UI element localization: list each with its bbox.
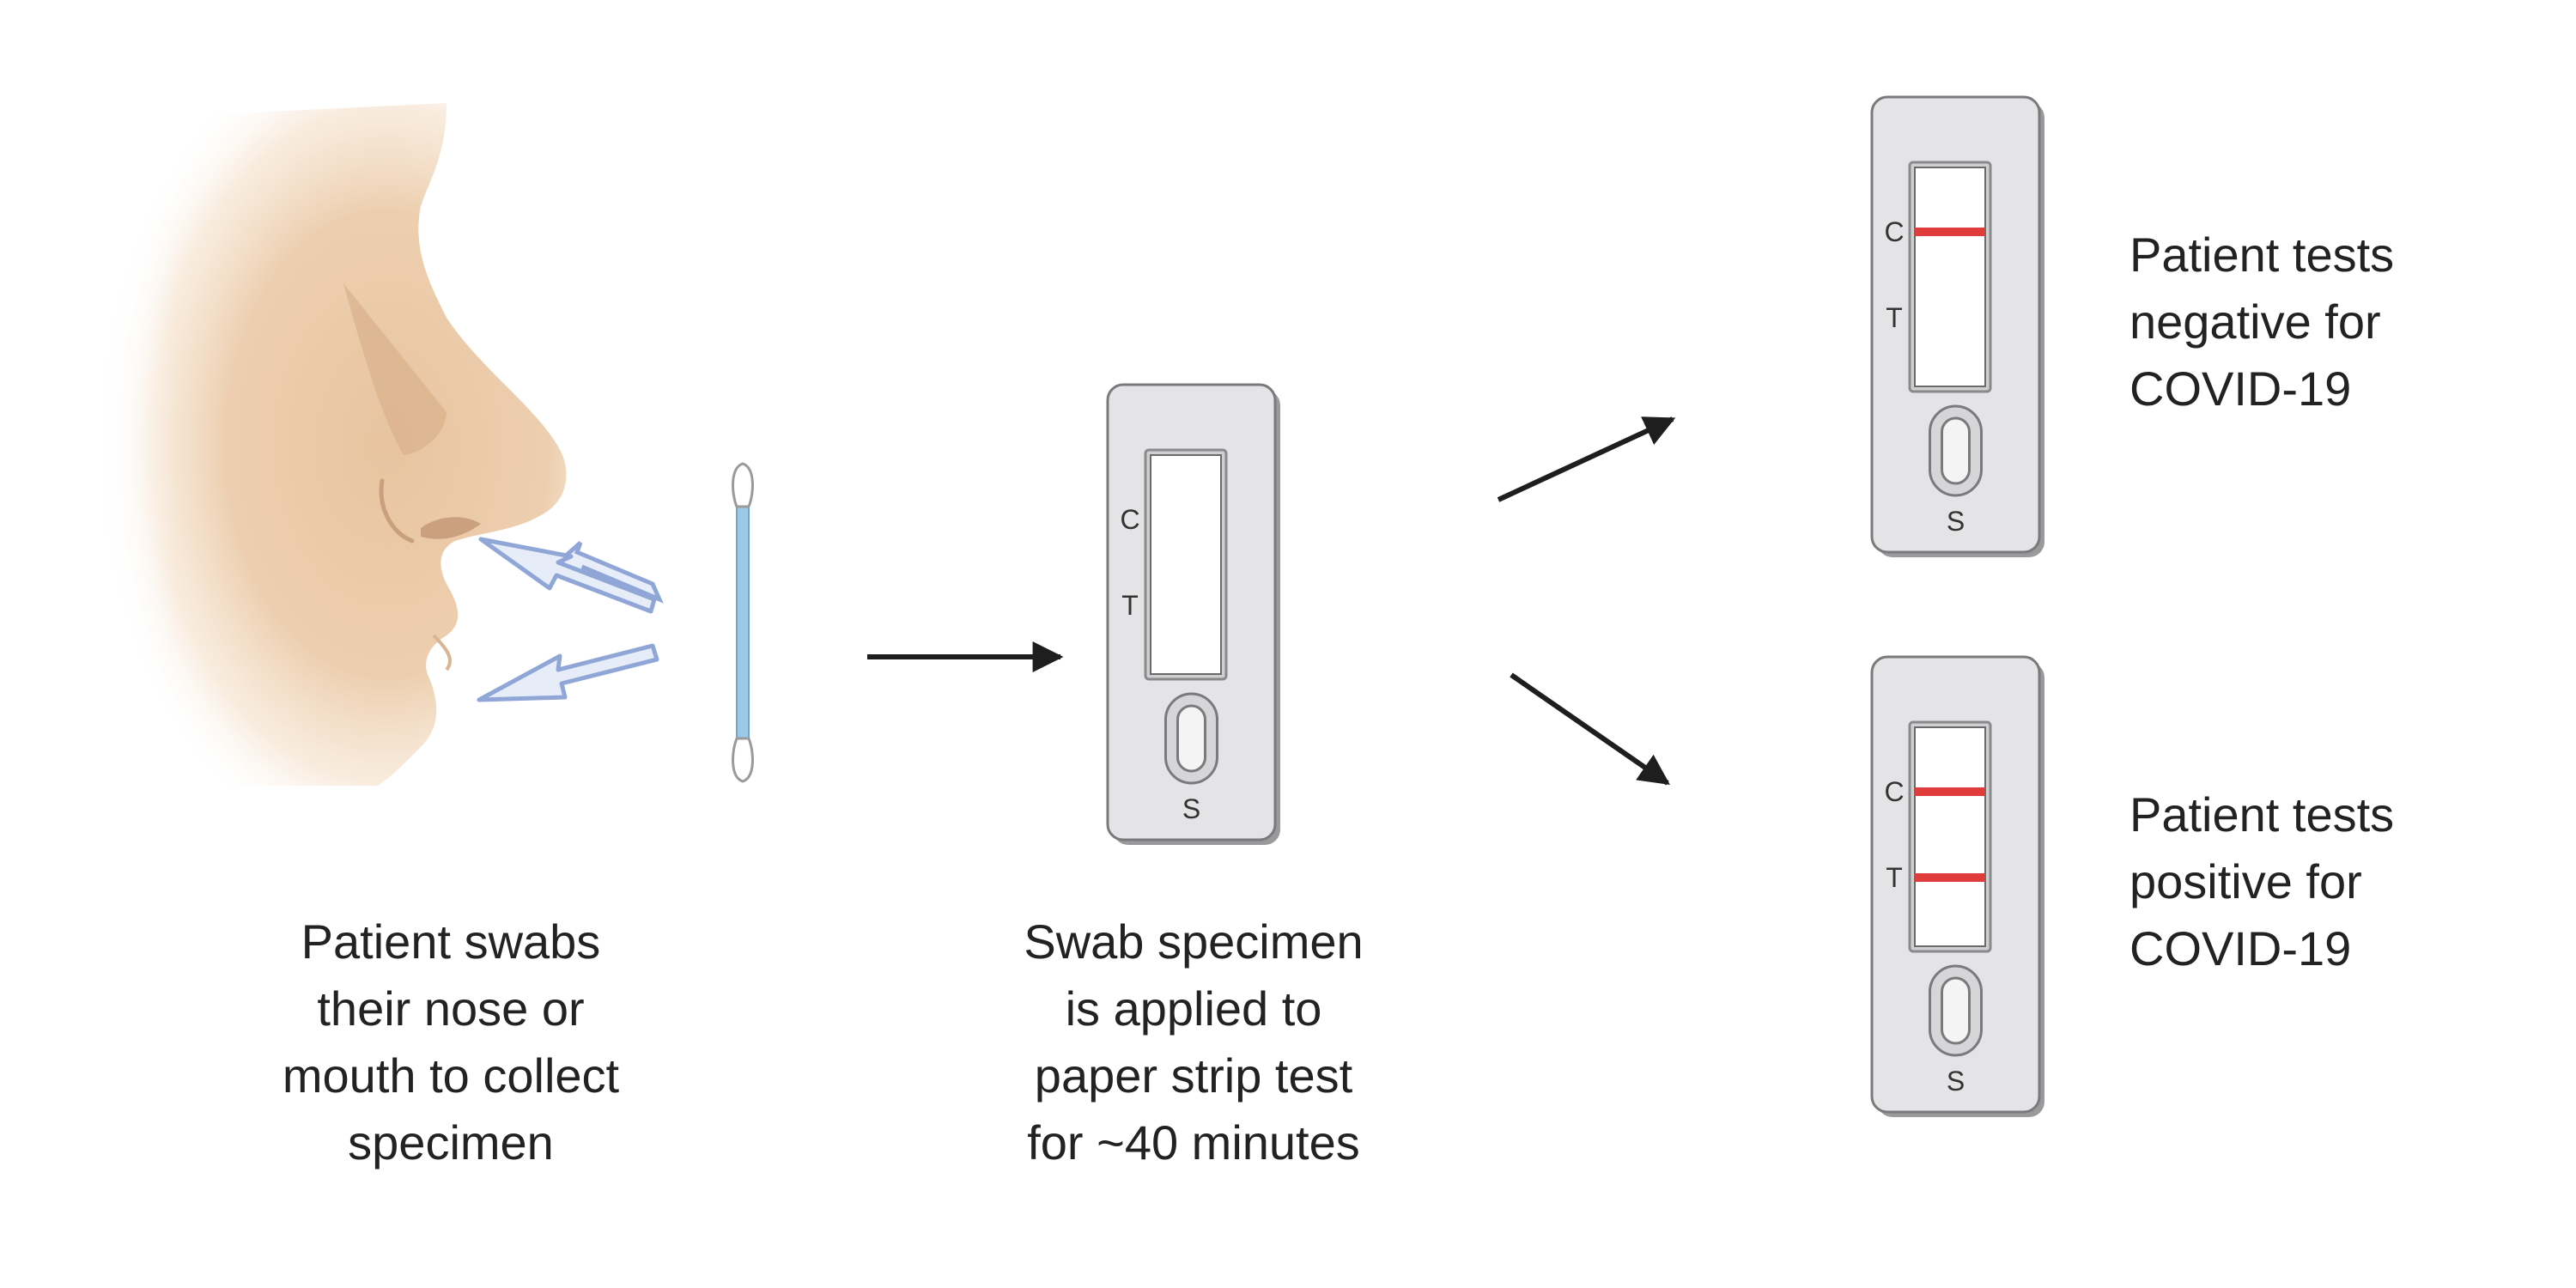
result-window [1914,167,1986,387]
caption-line: mouth to collect [282,1048,620,1103]
caption-line: specimen [348,1115,554,1170]
caption-line: Patient tests [2129,787,2395,841]
flow-arrow-to-positive [1510,672,1670,786]
caption-collect-specimen: Patient swabs their nose or mouth to col… [223,908,678,1176]
result-window [1914,726,1986,947]
sample-label: S [1947,1066,1965,1097]
cotton-swab [732,462,754,783]
test-label: T [1886,862,1903,893]
caption-line: negative for [2129,295,2381,349]
result-window [1150,454,1222,675]
caption-line: Patient tests [2129,228,2395,282]
test-cassette-applied: C T S [1106,383,1280,845]
caption-negative-result: Patient tests negative for COVID-19 [2129,222,2542,422]
test-cassette-positive: C T S [1870,655,2044,1117]
face-profile [52,103,567,807]
test-label: T [1886,302,1903,333]
caption-line: is applied to [1065,981,1322,1036]
caption-line: Swab specimen [1024,914,1364,969]
control-line [1915,228,1985,236]
test-label: T [1121,590,1139,621]
caption-apply-specimen: Swab specimen is applied to paper strip … [966,908,1421,1176]
sample-label: S [1947,506,1965,537]
caption-line: Patient swabs [301,914,601,969]
control-line [1915,787,1985,796]
caption-line: positive for [2129,854,2362,908]
caption-line: for ~40 minutes [1027,1115,1360,1170]
sample-well-inner [1176,704,1206,773]
flow-arrow-to-negative [1497,416,1676,502]
caption-line: their nose or [317,981,585,1036]
control-label: C [1120,504,1139,535]
caption-line: paper strip test [1034,1048,1353,1103]
control-label: C [1884,776,1904,807]
test-cassette-negative: C T S [1870,95,2044,557]
caption-line: COVID-19 [2129,921,2352,975]
caption-line: COVID-19 [2129,361,2352,416]
test-line [1915,873,1985,882]
swab-direction-arrows [477,537,664,702]
sample-well-inner [1941,976,1971,1045]
caption-positive-result: Patient tests positive for COVID-19 [2129,781,2542,982]
sample-well-inner [1941,416,1971,485]
sample-label: S [1182,793,1200,824]
control-label: C [1884,216,1904,247]
